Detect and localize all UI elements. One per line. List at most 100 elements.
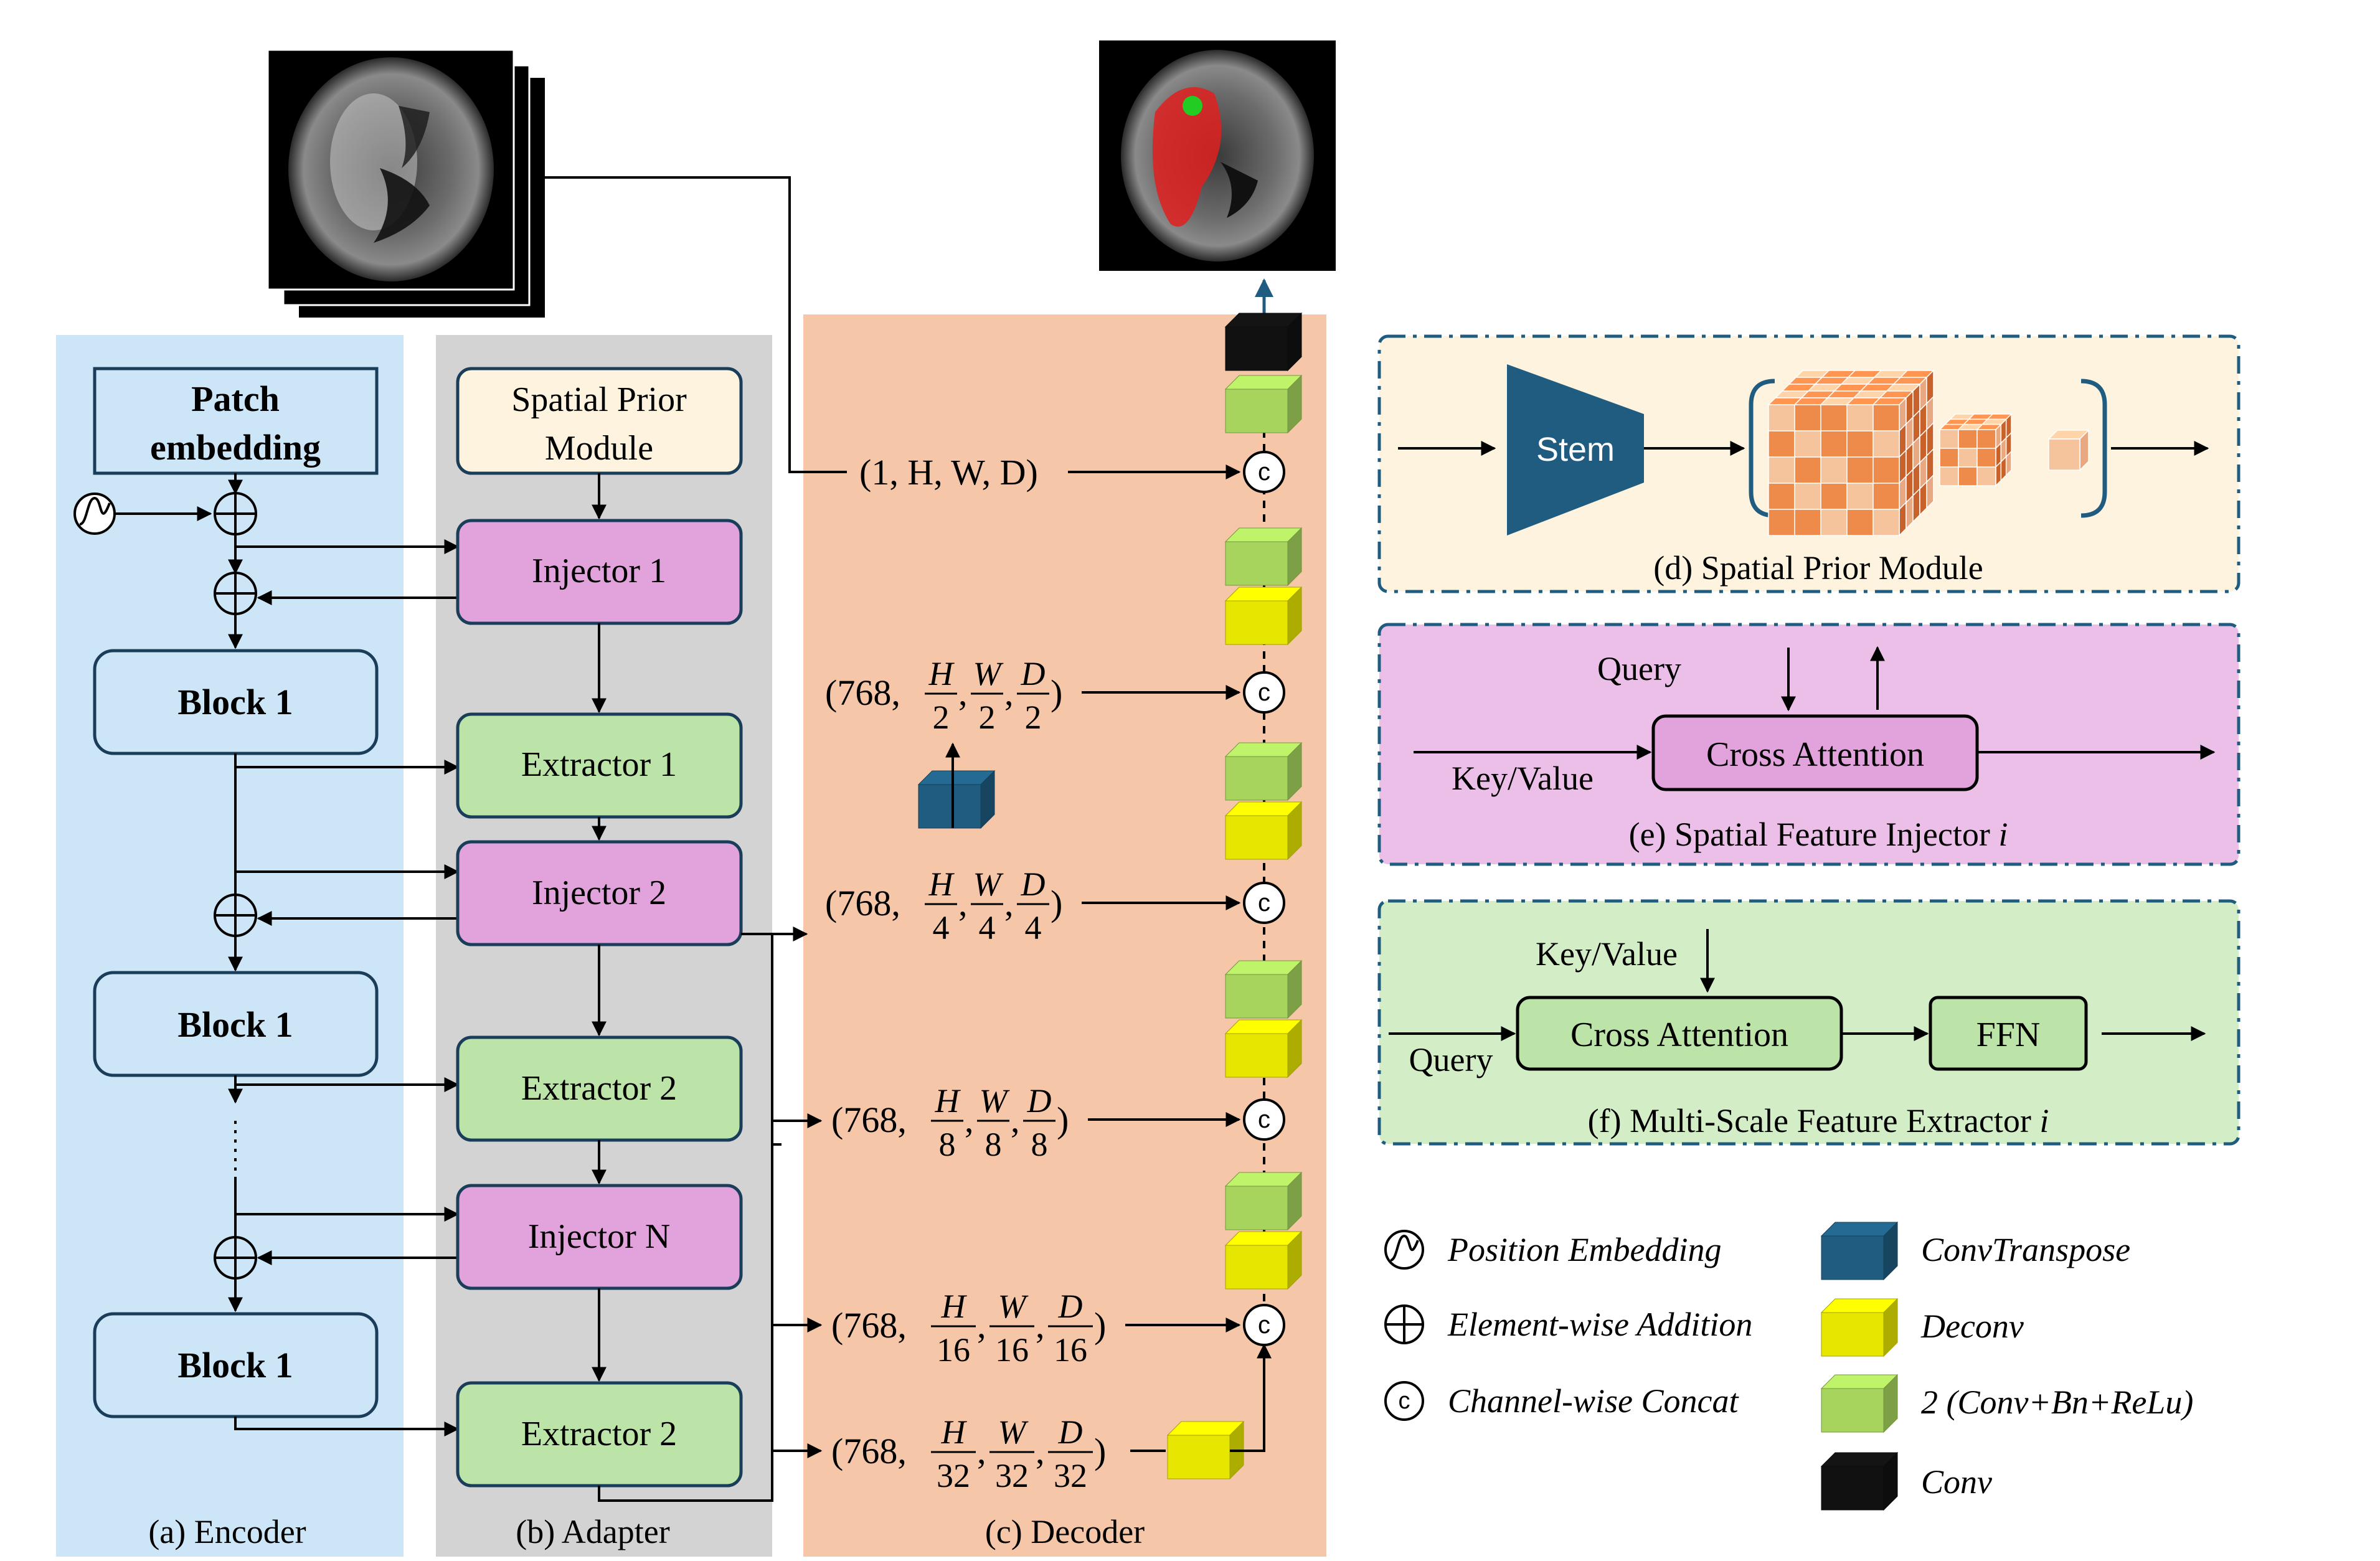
patch-embedding-label-2: embedding [150,427,321,468]
fraction-denominator: 32 [1054,1457,1087,1494]
fraction-numerator: D [1058,1288,1083,1325]
legend-conv-bn-relu: 2 (Conv+Bn+ReLu) [1921,1384,2193,1421]
position-embedding-icon [1384,1230,1424,1270]
legend-conv: Conv [1921,1463,1992,1501]
concat-icon: c [1384,1381,1424,1421]
stem-label: Stem [1536,431,1615,468]
deconv-cube [1166,1420,1245,1480]
fraction-denominator: 4 [979,909,996,946]
output-segmentation-image [1099,40,1336,271]
legend-channel-wise-concat: Channel-wise Concat [1448,1382,1739,1420]
legend-deconv-cube [1820,1298,1899,1357]
panel-e-cross-attention-label: Cross Attention [1706,735,1924,774]
patch-embedding-block [93,367,379,475]
shape-separator: ) [1094,1431,1106,1471]
extractor-label: Extractor 2 [521,1415,677,1453]
injector-label: Injector 1 [532,552,666,590]
fraction-numerator: W [973,655,1004,692]
spatial-prior-module-label-2: Module [545,429,653,468]
fraction-numerator: D [1027,1082,1052,1120]
shape-prefix: (768, [825,672,900,713]
deconv-cube [1224,586,1303,646]
concat-icon-label: c [1258,1311,1270,1339]
addition-icon [214,1236,257,1280]
concat-icon-label: c [1258,1106,1270,1133]
fraction-denominator: 2 [933,699,950,736]
shape-separator: , [1004,883,1014,923]
panel-f-query-label: Query [1409,1041,1493,1078]
panel-f-ffn-block [1929,996,2088,1071]
fraction-denominator: 8 [939,1126,956,1163]
fraction-numerator: D [1058,1413,1083,1451]
fraction-denominator: 2 [979,699,996,736]
input-mri-image [267,49,545,318]
panel-f-caption: (f) Multi-Scale Feature Extractor i [1588,1102,2049,1139]
addition-icon [214,572,257,615]
fraction-denominator: 8 [985,1126,1002,1163]
shape-separator: , [958,672,968,713]
legend-conv-transpose-cube [1820,1221,1899,1281]
deconv-cube [1224,1019,1303,1078]
fraction-denominator: 8 [1031,1126,1048,1163]
panel-e-query-label: Query [1597,650,1681,687]
fraction-numerator: W [998,1413,1029,1451]
injector-label: Injector 2 [532,874,666,912]
addition-icon [214,492,257,535]
patch-embedding-label: Patch [191,379,280,419]
input-shape-label: (1, H, W, D) [859,452,1038,493]
fraction-numerator: W [998,1288,1029,1325]
conv-bn-relu-cube [1224,374,1303,434]
conv-cube [1224,312,1303,372]
shape-separator: , [958,883,968,923]
position-embedding-icon [73,493,116,535]
shape-separator: ) [1057,1100,1069,1140]
panel-f-cross-attention-label: Cross Attention [1570,1016,1788,1054]
concat-icon-label: c [1258,458,1270,486]
shape-prefix: (768, [831,1305,907,1346]
panel-f-ffn-label: FFN [1976,1016,2041,1054]
shape-label: (768,H16,W16,D16) [831,1288,1241,1369]
encoder-caption: (a) Encoder [148,1513,306,1550]
decoder-caption: (c) Decoder [985,1513,1145,1550]
fraction-numerator: W [980,1082,1011,1120]
left-bracket [1749,379,1775,518]
legend-conv-bn-relu-cube [1820,1374,1899,1433]
shape-separator: ) [1094,1305,1106,1346]
legend-deconv: Deconv [1920,1308,2024,1345]
fraction-denominator: 32 [937,1457,970,1494]
fraction-numerator: D [1021,655,1046,692]
concat-icon: c [1243,451,1285,493]
legend-element-wise-addition: Element-wise Addition [1447,1306,1752,1343]
feature-cube [1938,413,2013,487]
shape-separator: ) [1051,883,1062,923]
fraction-denominator: 16 [937,1331,970,1369]
concat-icon-label: c [1399,1388,1410,1414]
shape-separator: , [1036,1431,1045,1471]
encoder-block-label: Block 1 [177,1004,293,1045]
encoder-block-label: Block 1 [177,682,293,722]
fraction-numerator: W [973,865,1004,903]
shape-prefix: (768, [831,1431,907,1471]
fraction-numerator: H [941,1288,968,1325]
fraction-denominator: 2 [1025,699,1042,736]
concat-icon: c [1243,882,1285,924]
deconv-cube [1224,801,1303,861]
injector-label: Injector N [528,1217,671,1256]
shape-separator: ) [1051,672,1062,713]
shape-separator: , [1004,672,1014,713]
shape-prefix: (768, [825,883,900,923]
feature-cube [1767,369,1935,537]
panel-f-key-value-label: Key/Value [1536,935,1678,973]
decoder-region [803,314,1326,1557]
shape-label: (768,H2,W2,D2) [825,655,1241,736]
fraction-numerator: H [928,655,955,692]
panel-e-key-value-label: Key/Value [1452,760,1594,797]
legend-position-embedding: Position Embedding [1447,1231,1721,1268]
spatial-prior-module-label: Spatial Prior [511,380,687,419]
extractor-label: Extractor 1 [521,745,677,784]
legend-conv-cube [1820,1451,1899,1511]
conv-bn-relu-cube [1224,527,1303,587]
conv-bn-relu-cube [1224,960,1303,1019]
feature-cube [2047,429,2090,471]
fraction-denominator: 16 [1054,1331,1087,1369]
